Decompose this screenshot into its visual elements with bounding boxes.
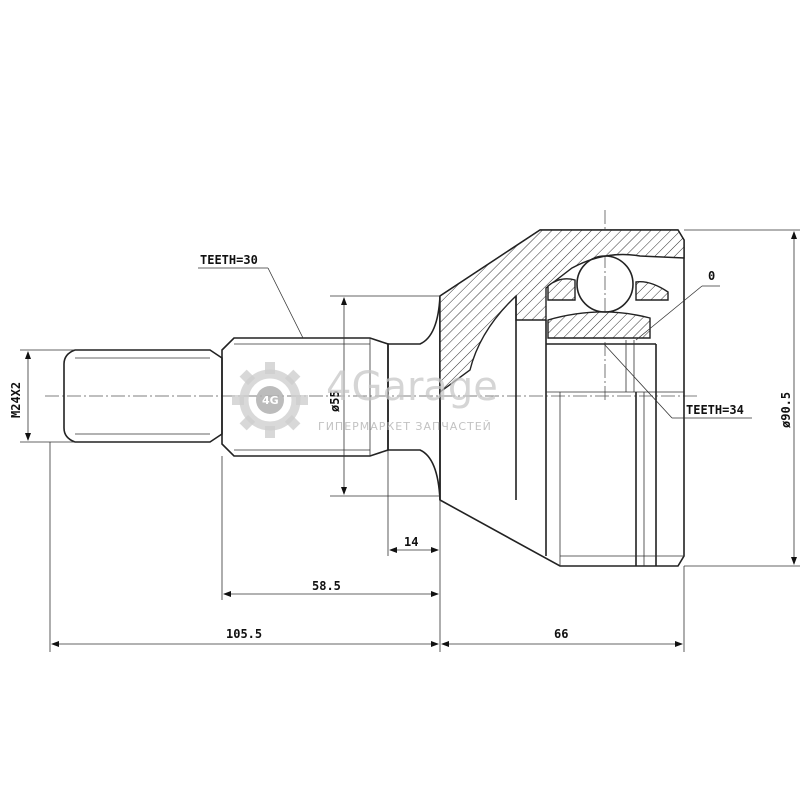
watermark-badge: 4G: [262, 394, 279, 407]
dim-105-5-label: 105.5: [226, 627, 262, 641]
dim-58-5-label: 58.5: [312, 579, 341, 593]
ball: [576, 255, 634, 313]
thread-label: M24X2: [9, 382, 23, 418]
inner-race-hatch: [547, 311, 651, 339]
leader-angle-diag: [635, 285, 703, 341]
dim-66-label: 66: [554, 627, 568, 641]
watermark: 4G 4Garage ГИПЕРМАРКЕТ ЗАПЧАСТЕЙ: [232, 362, 498, 438]
watermark-tagline: ГИПЕРМАРКЕТ ЗАПЧАСТЕЙ: [318, 420, 492, 433]
teeth-34-label: TEETH=34: [686, 403, 744, 417]
cage-hatch: [547, 278, 576, 301]
angle-label: 0: [708, 269, 715, 283]
threaded-stub: [63, 349, 223, 443]
teeth-30-label: TEETH=30: [200, 253, 258, 267]
dim-14-label: 14: [404, 535, 418, 549]
gear-icon: 4G: [232, 362, 308, 438]
cage-hatch-right: [635, 281, 669, 301]
leader-teeth-30-diag: [267, 267, 304, 339]
housing-section-hatch: [439, 229, 685, 394]
diameter-55-label: ø55: [328, 390, 342, 412]
leader-teeth-34-diag: [603, 343, 673, 419]
diameter-90-5-label: ø90.5: [779, 392, 793, 428]
watermark-brand: 4Garage: [326, 364, 498, 410]
